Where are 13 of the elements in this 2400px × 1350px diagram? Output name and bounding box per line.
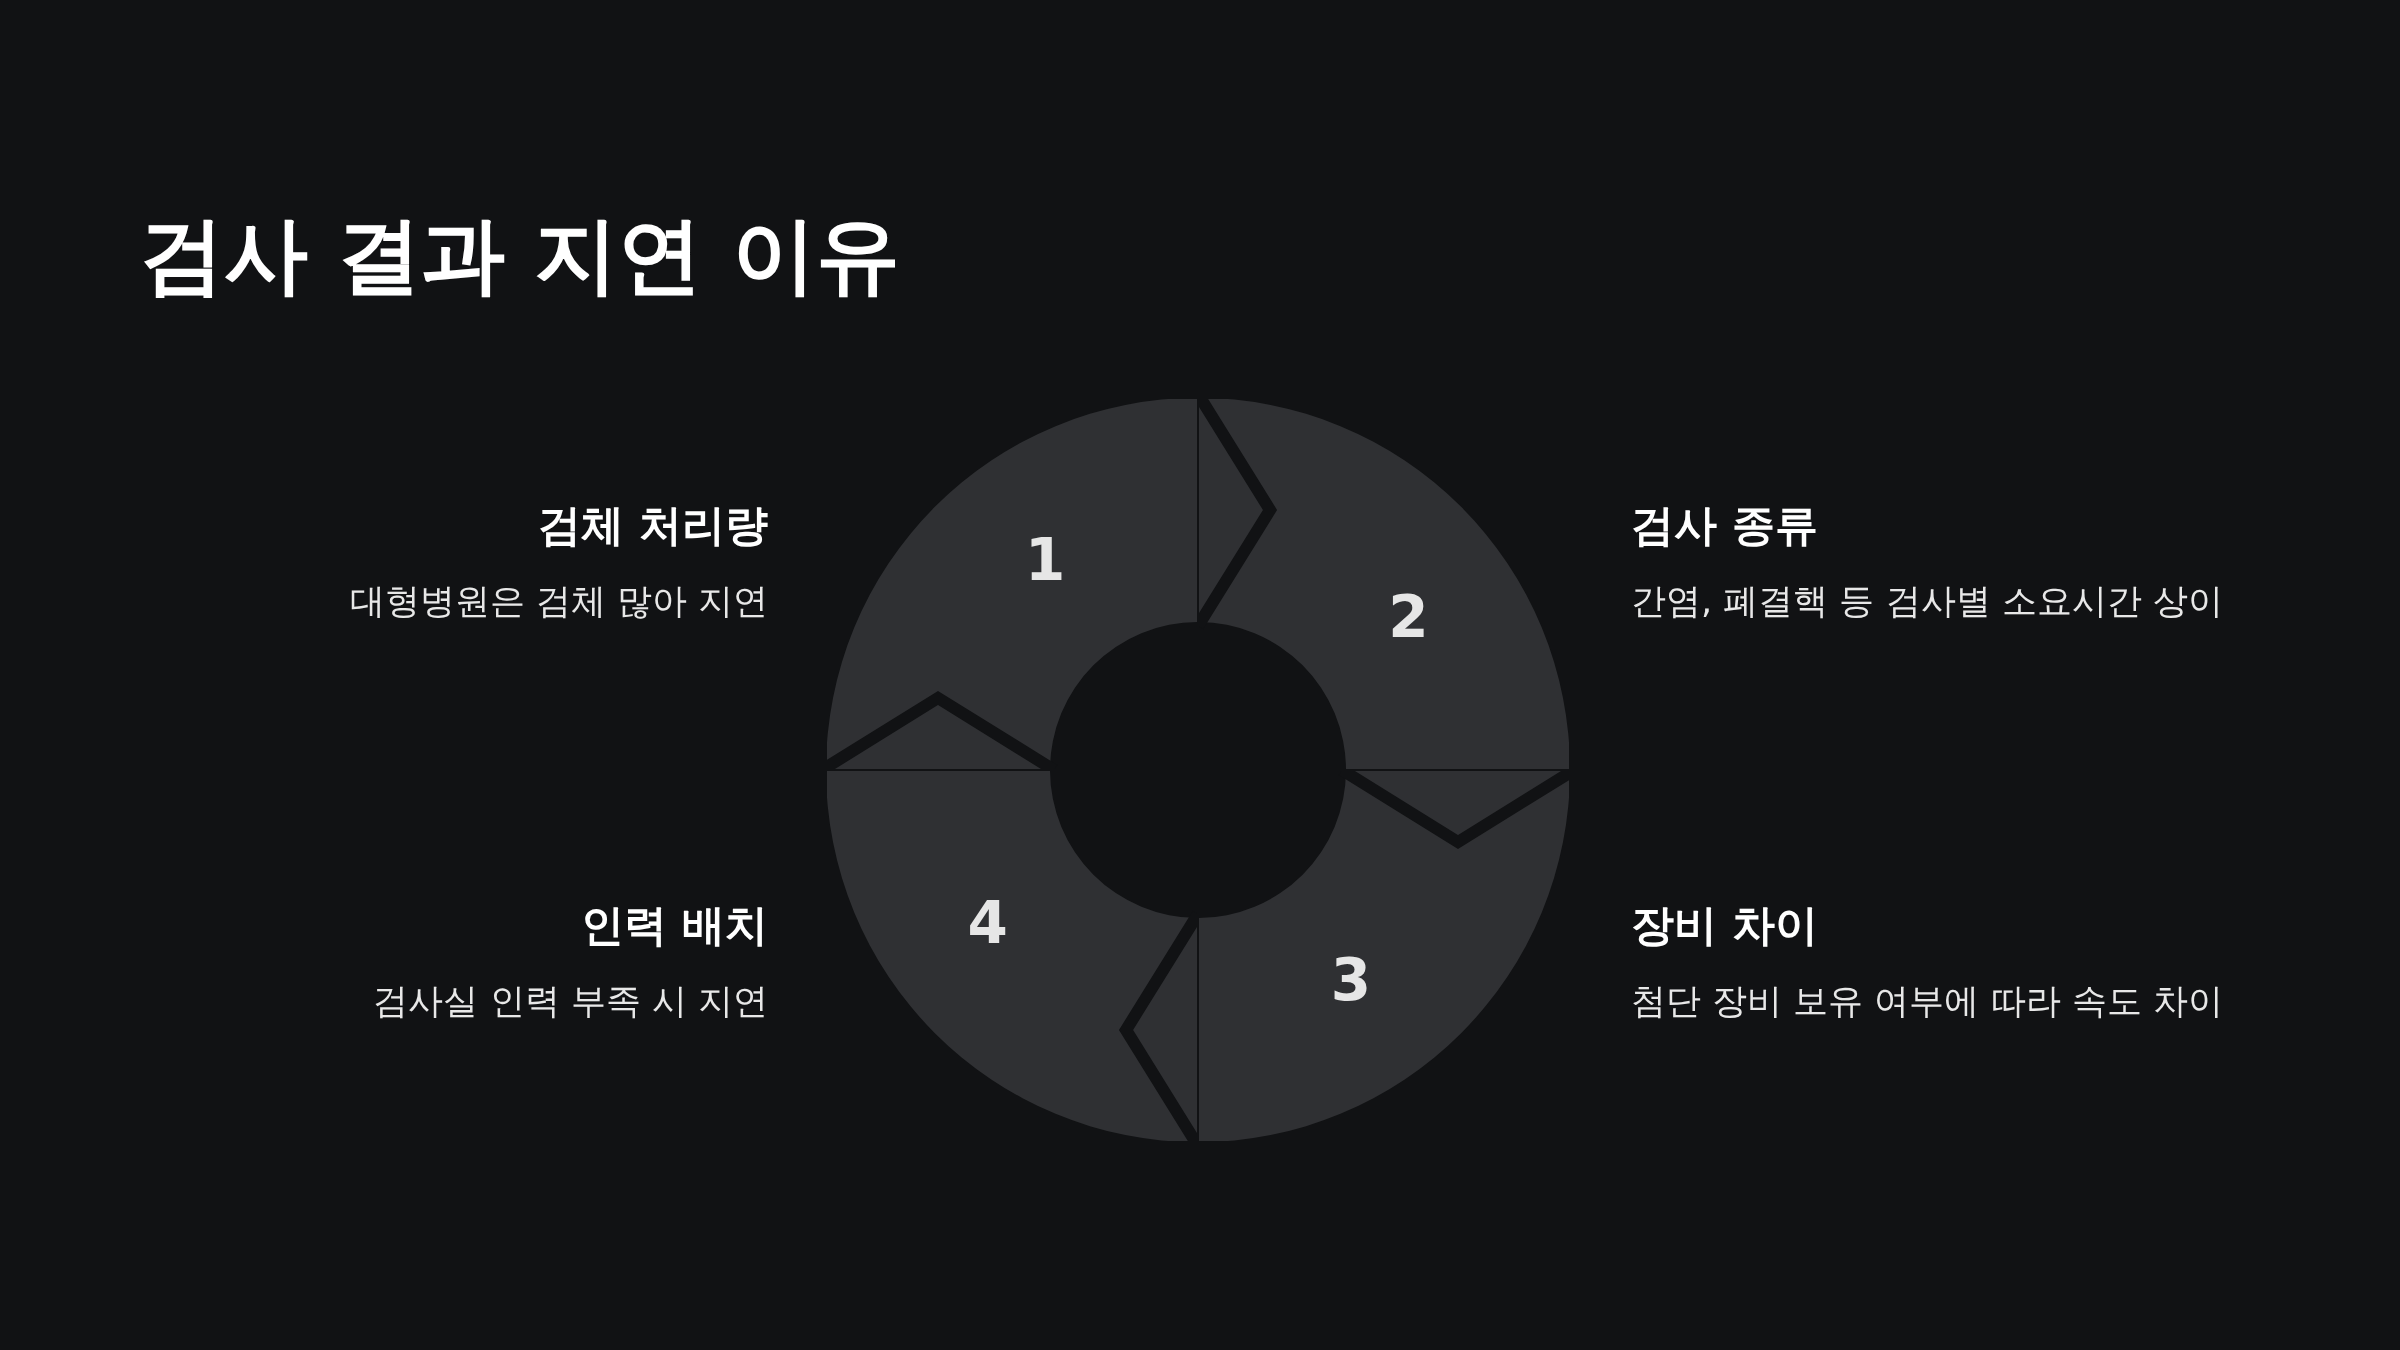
step-heading: 장비 차이 (1631, 900, 1818, 952)
step-description: 검사실 인력 부족 시 지연 (373, 980, 768, 1022)
step-number: 1 (1025, 530, 1066, 589)
title: 검사 결과 지연 이유 (140, 205, 900, 306)
step-heading: 검체 처리량 (538, 500, 768, 552)
step-description: 간염, 폐결핵 등 검사별 소요시간 상이 (1631, 580, 2223, 622)
step-number: 4 (967, 893, 1008, 952)
step-heading: 인력 배치 (581, 900, 768, 952)
step-heading: 검사 종류 (1631, 500, 1818, 552)
step-number: 2 (1388, 588, 1429, 647)
step-description: 대형병원은 검체 많아 지연 (349, 580, 768, 622)
step-number: 3 (1330, 951, 1371, 1010)
step-description: 첨단 장비 보유 여부에 따라 속도 차이 (1631, 980, 2223, 1022)
